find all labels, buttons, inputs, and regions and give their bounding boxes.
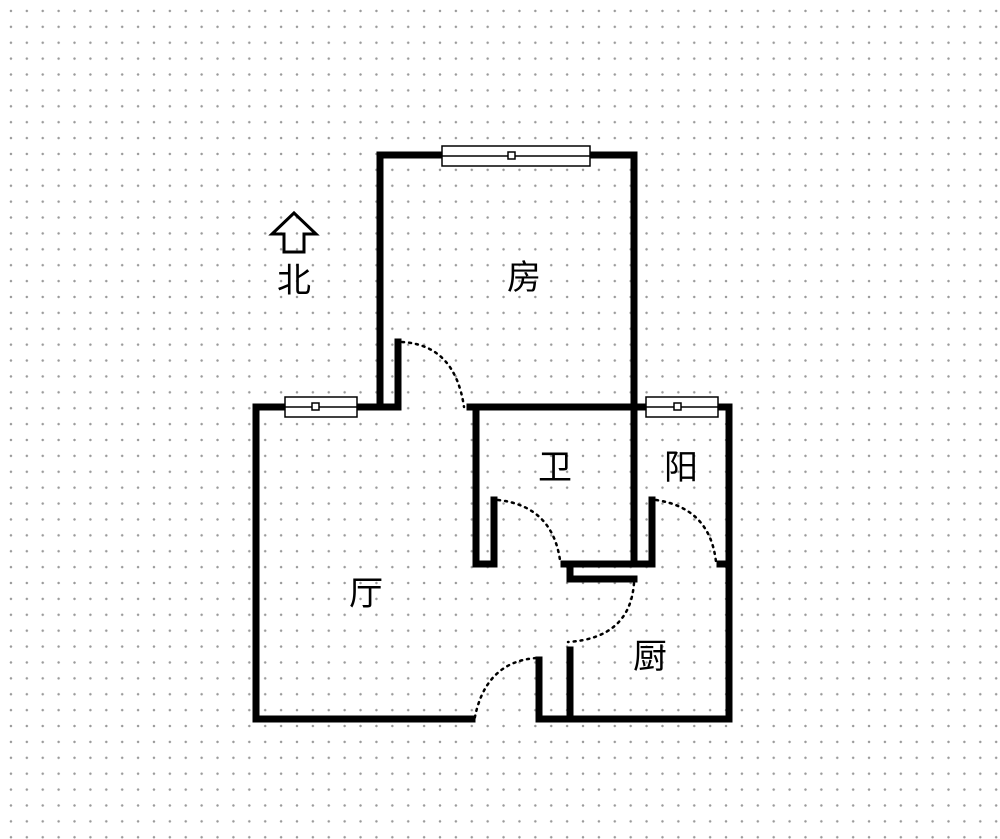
window-bedroom	[441, 145, 591, 167]
room-label-bathroom: 卫	[538, 448, 572, 488]
door-swing-entry	[472, 656, 538, 724]
window-living-room	[284, 396, 358, 418]
room-label-living-room: 厅	[349, 574, 383, 614]
windows	[284, 145, 719, 418]
walls	[252, 151, 733, 723]
room-label-balcony: 阳	[664, 448, 698, 488]
door-swing-balcony	[654, 498, 718, 564]
room-label-bedroom: 房	[507, 258, 541, 298]
room-label-kitchen: 厨	[633, 637, 667, 677]
door-swings	[400, 340, 718, 724]
north-label: 北	[277, 261, 311, 301]
north-arrow-icon	[268, 210, 320, 254]
door-swing-bathroom	[496, 498, 562, 562]
window-balcony	[645, 396, 719, 418]
door-swing-bedroom	[400, 340, 466, 409]
door-swing-kitchen	[566, 581, 636, 644]
